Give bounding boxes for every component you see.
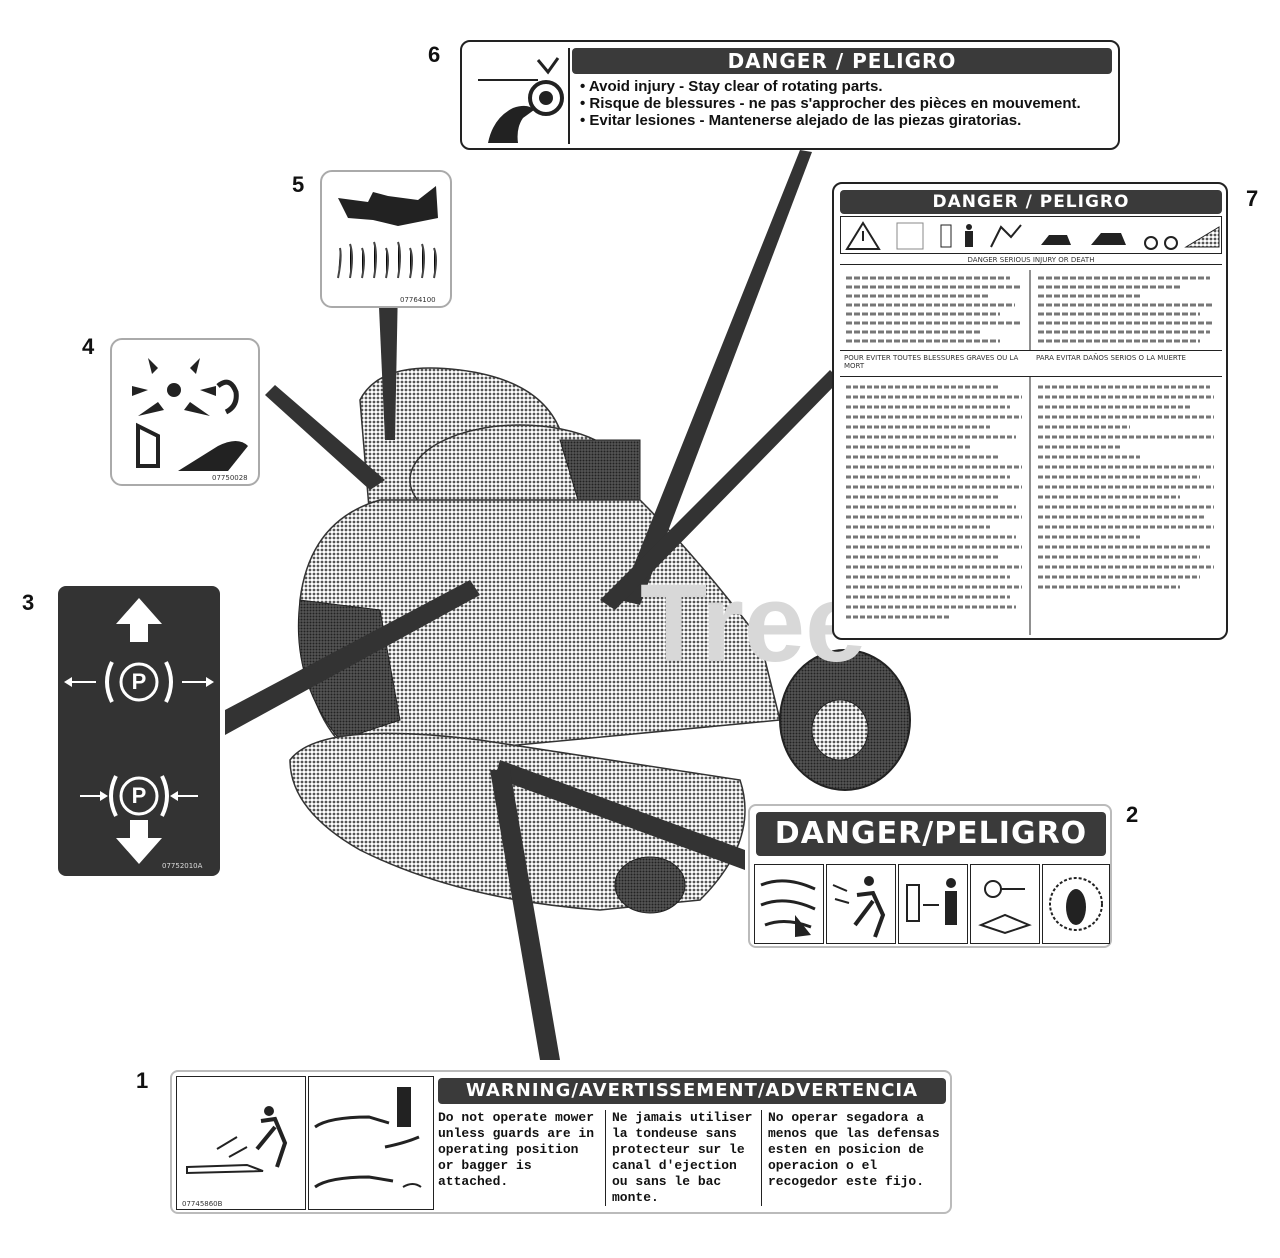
decal-7-fr-header: POUR EVITER TOUTES BLESSURES GRAVES OU L… xyxy=(844,354,1019,370)
rotating-parts-icon xyxy=(468,48,570,144)
decal-7-safety-label: DANGER / PELIGRO DANGER SERIOUS INJURY O… xyxy=(832,182,1228,640)
decal-7-fr-es-block xyxy=(840,349,1222,635)
decal-6-header: DANGER / PELIGRO xyxy=(572,48,1112,74)
decal-5-part-number: 07764100 xyxy=(400,296,436,304)
decal-3-part-number: 07752010A xyxy=(162,862,203,870)
decal-6-rotating-parts: DANGER / PELIGRO • Avoid injury - Stay c… xyxy=(460,40,1120,150)
decal-6-line-fr: • Risque de blessures - ne pas s'approch… xyxy=(580,95,1081,112)
decal-7-es-header: PARA EVITAR DAÑOS SERIOS O LA MUERTE xyxy=(1036,354,1186,362)
decal-1-text-en: Do not operate mower unless guards are i… xyxy=(438,1110,606,1206)
decal-1-header: WARNING/AVERTISSEMENT/ADVERTENCIA xyxy=(438,1078,946,1104)
entanglement-hazard-icon xyxy=(132,358,248,471)
decal-2-danger-pictograms: DANGER/PELIGRO xyxy=(748,804,1112,948)
read-manual-icon xyxy=(970,864,1040,944)
decal-6-line-es: • Evitar lesiones - Mantenerse alejado d… xyxy=(580,112,1022,129)
decal-1-text-es: No operar segadora a menos que las defen… xyxy=(768,1110,940,1189)
callout-6: 6 xyxy=(428,42,441,67)
decal-4-entanglement: 07750028 xyxy=(110,338,260,486)
callout-1: 1 xyxy=(136,1068,149,1093)
decal-5-hot-surface: 07764100 xyxy=(320,170,452,308)
parking-symbol-top: P xyxy=(131,669,147,694)
thrown-objects-icon xyxy=(826,864,896,944)
decal-7-english-block xyxy=(840,270,1222,351)
decal-3-parking-brake: P P 07752010A xyxy=(58,586,220,876)
decal-6-line-en: • Avoid injury - Stay clear of rotating … xyxy=(580,78,883,95)
decal-1-part-number: 07745860B xyxy=(182,1200,223,1208)
foot-hazard-icon xyxy=(1042,864,1110,944)
watermark-text: Tree xyxy=(640,562,867,685)
callout-5: 5 xyxy=(292,172,305,197)
hand-heat-icon xyxy=(337,186,438,279)
parking-brake-icon xyxy=(64,598,214,864)
decal-7-subheader: DANGER SERIOUS INJURY OR DEATH xyxy=(840,256,1222,265)
decal-4-part-number: 07750028 xyxy=(212,474,248,482)
decal-1-text-fr: Ne jamais utiliser la tondeuse sans prot… xyxy=(612,1110,762,1206)
decal-2-header: DANGER/PELIGRO xyxy=(756,812,1106,856)
callout-3: 3 xyxy=(22,590,35,615)
decal-7-pictogram-row xyxy=(840,216,1222,254)
decal-7-header: DANGER / PELIGRO xyxy=(840,190,1222,214)
blade-hazard-icon xyxy=(754,864,824,944)
keep-distance-icon xyxy=(898,864,968,944)
decal-1-warning-guards: 07745860B WARNING/AVERTISSEMENT/ADVERTEN… xyxy=(170,1070,952,1214)
callout-4: 4 xyxy=(82,334,95,359)
callout-7: 7 xyxy=(1246,186,1259,211)
mower-discharge-icon xyxy=(176,1076,306,1210)
callout-2: 2 xyxy=(1126,802,1139,827)
guard-position-icon xyxy=(308,1076,434,1210)
parking-symbol-bottom: P xyxy=(131,783,147,808)
